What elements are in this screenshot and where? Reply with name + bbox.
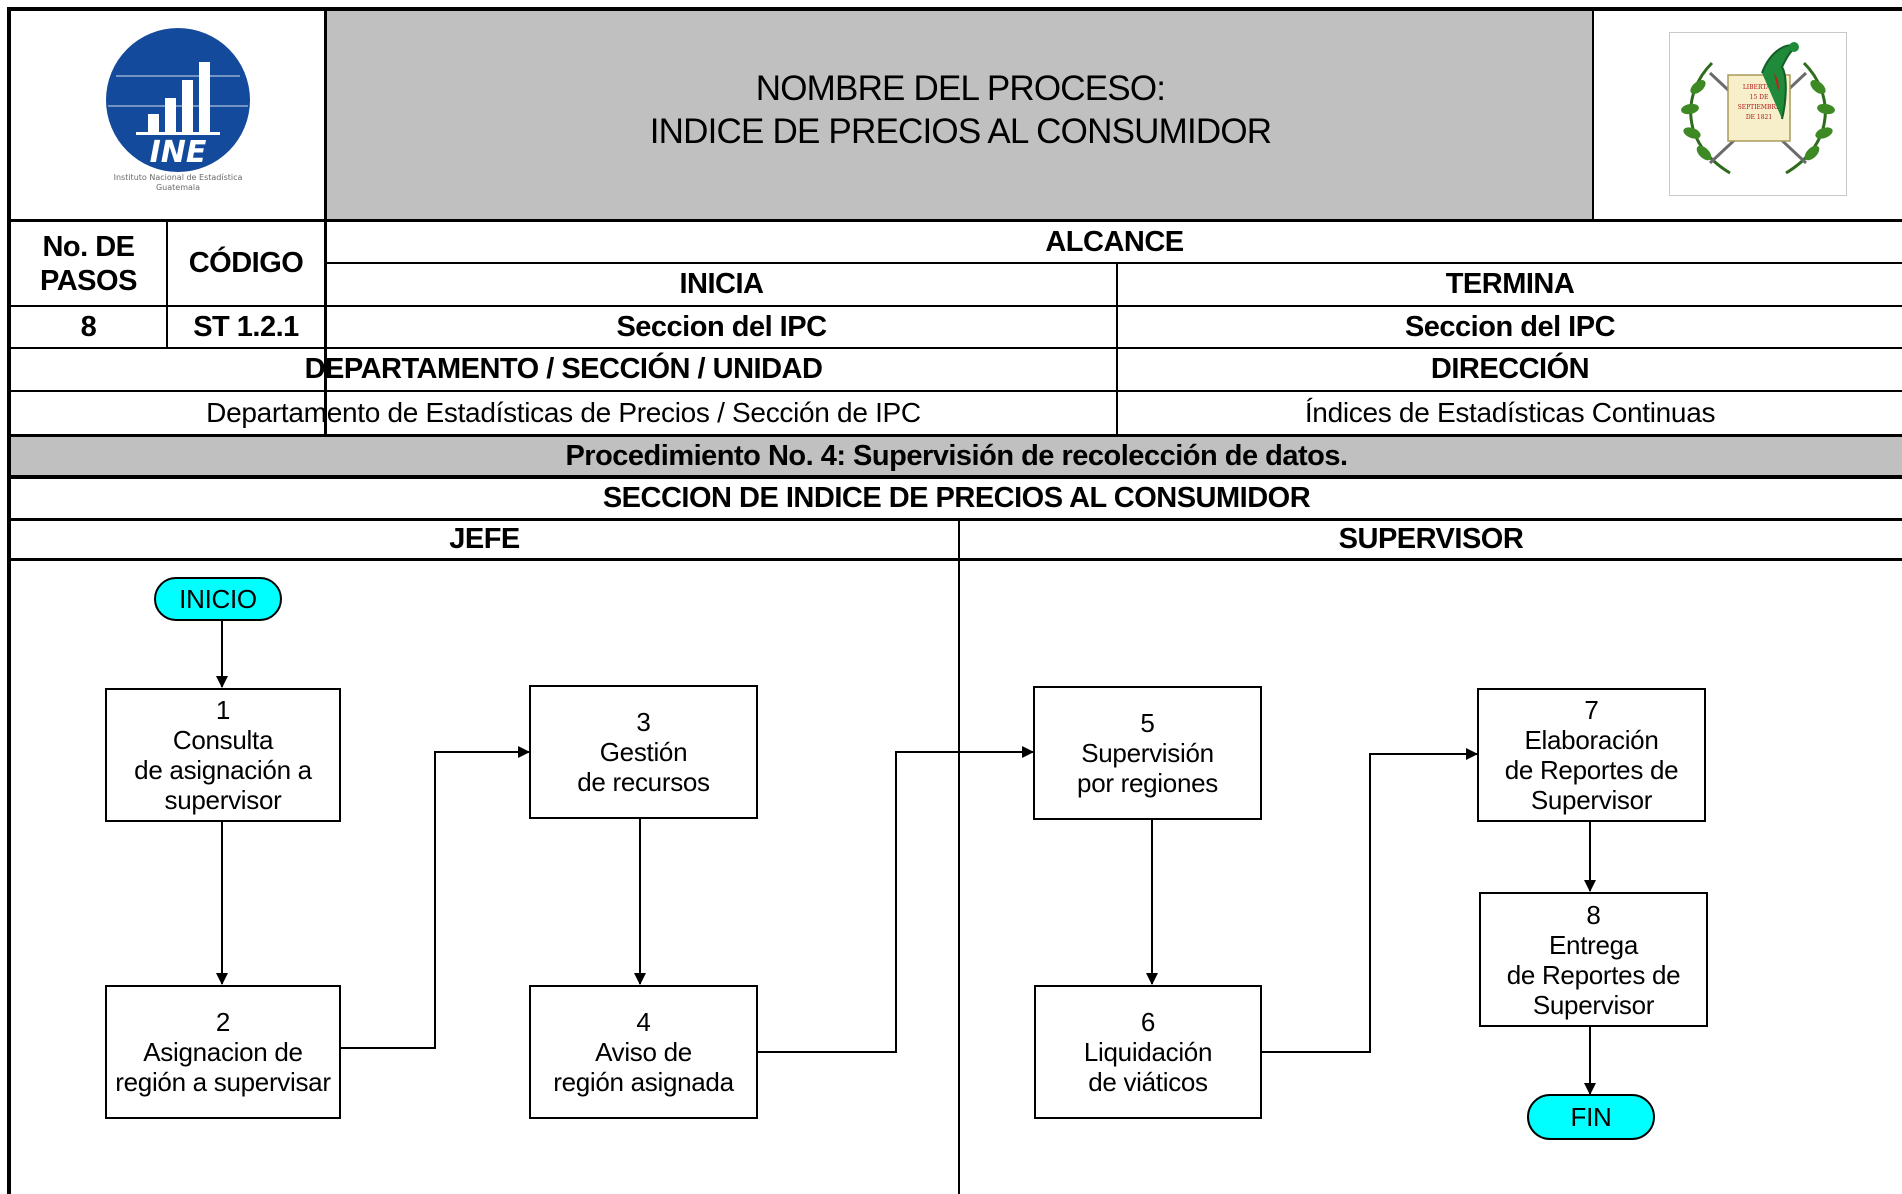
step-8-number: 8 xyxy=(1586,899,1601,930)
step-2-line-1: Asignacion de xyxy=(143,1037,303,1067)
step-4-number: 4 xyxy=(636,1007,651,1037)
scroll-text-3: SEPTIEMBRE xyxy=(1738,104,1781,111)
step-4-line-1: Aviso de xyxy=(595,1037,692,1067)
step-7-line-3: Supervisor xyxy=(1530,785,1653,815)
lanes-bottom-rule xyxy=(7,558,1902,561)
ine-logo-caption1: Instituto Nacional de Estadística xyxy=(114,173,243,182)
step-4-box: 4 Aviso de región asignada xyxy=(529,985,758,1119)
step-5-box: 5 Supervisión por regiones xyxy=(1033,686,1262,820)
ends-header: TERMINA xyxy=(1445,268,1575,300)
process-title: NOMBRE DEL PROCESO: INDICE DE PRECIOS AL… xyxy=(327,40,1594,180)
steps-value: 8 xyxy=(80,310,97,343)
steps-header-line2: PASOS xyxy=(40,264,137,297)
header-bottom-rule xyxy=(7,219,1902,222)
section-title: SECCION DE INDICE DE PRECIOS AL CONSUMID… xyxy=(602,482,1311,514)
sheet-top-border xyxy=(7,7,1902,11)
step-6-number: 6 xyxy=(1140,1007,1156,1037)
department-value: Departamento de Estadísticas de Precios … xyxy=(206,397,921,428)
step-7-number: 7 xyxy=(1584,695,1599,725)
scroll-text-4: DE 1821 xyxy=(1746,114,1772,121)
scope-header: ALCANCE xyxy=(1045,225,1184,258)
process-title-line1: NOMBRE DEL PROCESO: xyxy=(755,69,1166,108)
department-rule xyxy=(7,347,1902,349)
step-3-line-1: Gestión xyxy=(599,737,688,767)
steps-header-line1: No. DE xyxy=(42,230,135,263)
scope-rule xyxy=(325,262,1902,264)
step-8-line-3: Supervisor xyxy=(1532,989,1655,1020)
step-8-line-2: de Reportes de xyxy=(1506,959,1681,990)
end-terminal: FIN xyxy=(1527,1094,1655,1140)
step-5-line-1: Supervisión xyxy=(1081,738,1214,768)
procedure-top-rule xyxy=(7,434,1902,437)
step-6-line-1: Liquidación xyxy=(1083,1037,1213,1067)
title-band xyxy=(327,10,1594,220)
step-2-number: 2 xyxy=(215,1007,231,1037)
step-8-box: 8 Entrega de Reportes de Supervisor xyxy=(1479,892,1708,1027)
coat-of-arms: LIBERTAD 15 DE SEPTIEMBRE DE 1821 xyxy=(1669,32,1847,196)
direction-header: DIRECCIÓN xyxy=(1430,353,1590,385)
step-5-number: 5 xyxy=(1140,708,1155,738)
step-2-line-2: región a supervisar xyxy=(115,1067,331,1097)
starts-value: Seccion del IPC xyxy=(616,310,827,343)
department-header: DEPARTAMENTO / SECCIÓN / UNIDAD xyxy=(304,353,823,385)
procedure-title: Procedimiento No. 4: Supervisión de reco… xyxy=(565,439,1348,472)
step-6-line-2: de viáticos xyxy=(1088,1067,1208,1097)
starts-ends-divider xyxy=(1116,262,1118,436)
step-1-box: 1 Consulta de asignación a supervisor xyxy=(105,688,341,822)
values-rule xyxy=(7,305,1902,307)
step-7-line-2: de Reportes de xyxy=(1504,755,1679,785)
code-value: ST 1.2.1 xyxy=(193,310,299,343)
process-title-line2: INDICE DE PRECIOS AL CONSUMIDOR xyxy=(649,112,1272,151)
lane-divider xyxy=(958,520,960,1194)
step-3-number: 3 xyxy=(636,707,651,737)
code-header: CÓDIGO xyxy=(188,247,304,279)
sheet-left-border xyxy=(7,7,11,1194)
step-5-line-2: por regiones xyxy=(1077,768,1218,798)
step-1-line-3: supervisor xyxy=(164,785,282,815)
logo-divider xyxy=(324,7,327,436)
ine-logo-text: INE xyxy=(150,135,207,170)
arrow-step-6-to-step-7 xyxy=(1261,748,1478,1053)
step-1-line-1: Consulta xyxy=(172,725,274,755)
section-bottom-rule xyxy=(7,518,1902,521)
steps-code-divider xyxy=(166,220,168,348)
start-terminal: INICIO xyxy=(154,577,282,621)
lane-header-jefe: JEFE xyxy=(449,523,520,555)
step-3-line-2: de recursos xyxy=(577,767,710,797)
procedure-band xyxy=(10,436,1902,476)
step-8-line-1: Entrega xyxy=(1549,929,1638,960)
step-6-box: 6 Liquidación de viáticos xyxy=(1034,985,1262,1119)
department-value-rule xyxy=(7,390,1902,392)
ine-logo-caption2: Guatemala xyxy=(156,183,200,192)
ends-value: Seccion del IPC xyxy=(1404,310,1616,343)
lane-header-supervisor: SUPERVISOR xyxy=(1338,523,1524,555)
step-3-box: 3 Gestión de recursos xyxy=(529,685,758,819)
starts-header: INICIA xyxy=(679,268,765,300)
arrow-step-2-to-step-3 xyxy=(340,746,530,1049)
direction-value: Índices de Estadísticas Continuas xyxy=(1304,397,1716,428)
step-7-box: 7 Elaboración de Reportes de Supervisor xyxy=(1477,688,1706,822)
steps-header: No. DE PASOS xyxy=(11,222,166,305)
step-2-box: 2 Asignacion de región a supervisar xyxy=(105,985,341,1119)
ine-logo: INE Instituto Nacional de Estadística Gu… xyxy=(98,28,268,198)
step-7-line-1: Elaboración xyxy=(1524,725,1659,755)
step-1-line-2: de asignación a xyxy=(134,755,312,785)
arrow-step-4-to-step-5 xyxy=(757,746,1034,1053)
scroll-text-1: LIBERTAD xyxy=(1743,84,1776,91)
scroll-text-2: 15 DE xyxy=(1750,94,1769,101)
step-1-number: 1 xyxy=(215,695,231,725)
procedure-bottom-rule xyxy=(7,475,1902,479)
step-4-line-2: región asignada xyxy=(553,1067,734,1097)
arms-divider xyxy=(1592,7,1594,220)
